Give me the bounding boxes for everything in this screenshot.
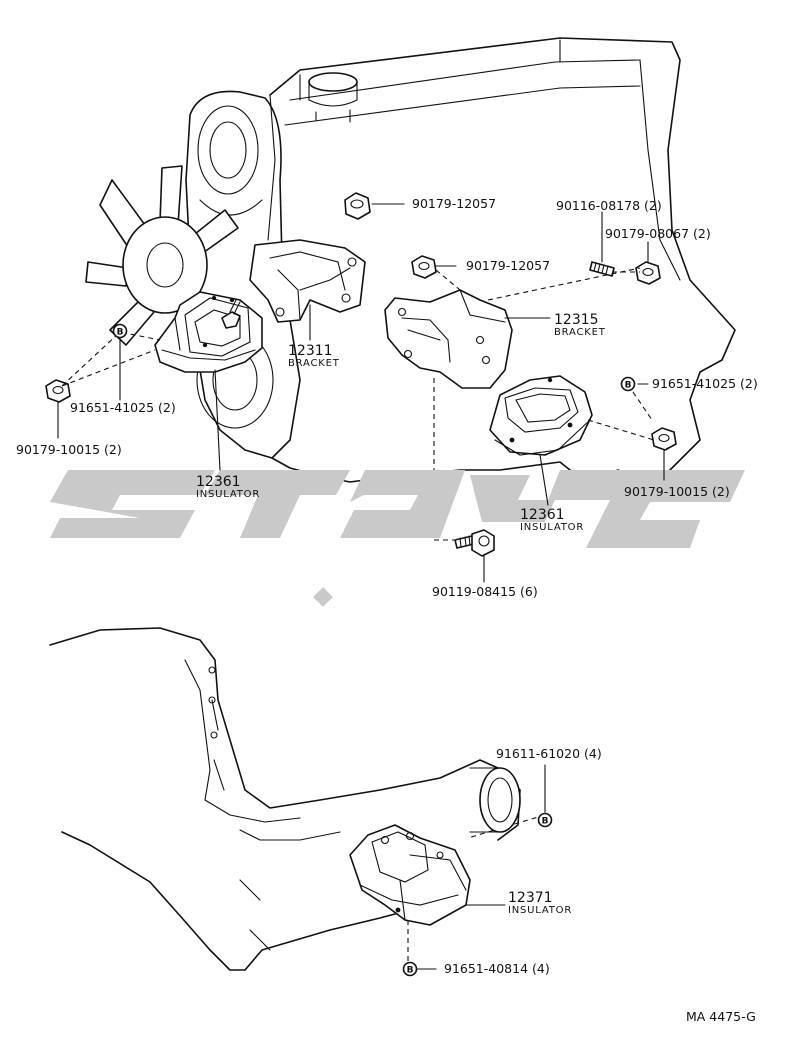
bracket-12315	[384, 289, 513, 389]
part-number-insulator-rear: 12371	[508, 890, 553, 906]
nut-right-lower	[651, 427, 677, 451]
svg-text:B: B	[407, 966, 414, 976]
stud-right	[589, 261, 615, 277]
nut-right	[635, 261, 661, 285]
filler-cap	[308, 72, 358, 92]
svg-text:B: B	[625, 381, 632, 391]
svg-text:B: B	[542, 817, 549, 827]
callout-nut-top-b: 90179-12057	[466, 258, 550, 273]
part-name-bracket-left: BRACKET	[288, 358, 340, 369]
insulator-rear-12371	[349, 824, 471, 926]
part-name-insulator-left: INSULATOR	[196, 489, 260, 500]
marker-b-trans-top: B	[537, 812, 553, 828]
part-number-insulator-left: 12361	[196, 474, 241, 490]
callout-nut-right-lower: 90179-10015 (2)	[624, 484, 730, 499]
callout-bolt-bottom: 90119-08415 (6)	[432, 584, 538, 599]
callout-bolt-left: 91651-41025 (2)	[70, 400, 176, 415]
insulator-left-12361	[154, 291, 263, 373]
part-name-insulator-right: INSULATOR	[520, 522, 584, 533]
bracket-12311	[249, 239, 366, 323]
transmission	[49, 627, 521, 971]
watermark-logo	[50, 470, 745, 607]
callout-stud-right: 90116-08178 (2)	[556, 198, 662, 213]
bolt-bottom	[454, 529, 495, 557]
part-number-bracket-right: 12315	[554, 312, 599, 328]
timing-cover	[185, 90, 301, 459]
callout-bolt-right: 91651-41025 (2)	[652, 376, 758, 391]
part-name-insulator-rear: INSULATOR	[508, 905, 572, 916]
leader-lines	[57, 203, 665, 970]
part-number-insulator-right: 12361	[520, 507, 565, 523]
marker-b-left: B	[112, 323, 128, 339]
callout-bolt-trans-top: 91611-61020 (4)	[496, 746, 602, 761]
marker-b-trans-bottom: B	[402, 961, 418, 977]
marker-b-right: B	[620, 376, 636, 392]
callout-nut-right: 90179-08067 (2)	[605, 226, 711, 241]
part-name-bracket-right: BRACKET	[554, 327, 606, 338]
figure-reference: MA 4475-G	[686, 1009, 756, 1024]
nut-top-b	[411, 255, 437, 279]
svg-text:B: B	[117, 328, 124, 338]
alignment-lines	[61, 267, 655, 962]
nut-left	[45, 379, 71, 403]
part-number-bracket-left: 12311	[288, 343, 333, 359]
callout-nut-left: 90179-10015 (2)	[16, 442, 122, 457]
callout-nut-top-a: 90179-12057	[412, 196, 496, 211]
insulator-right-12361	[489, 375, 593, 456]
callout-bolt-trans-bottom: 91651-40814 (4)	[444, 961, 550, 976]
nut-top-a	[344, 192, 371, 220]
